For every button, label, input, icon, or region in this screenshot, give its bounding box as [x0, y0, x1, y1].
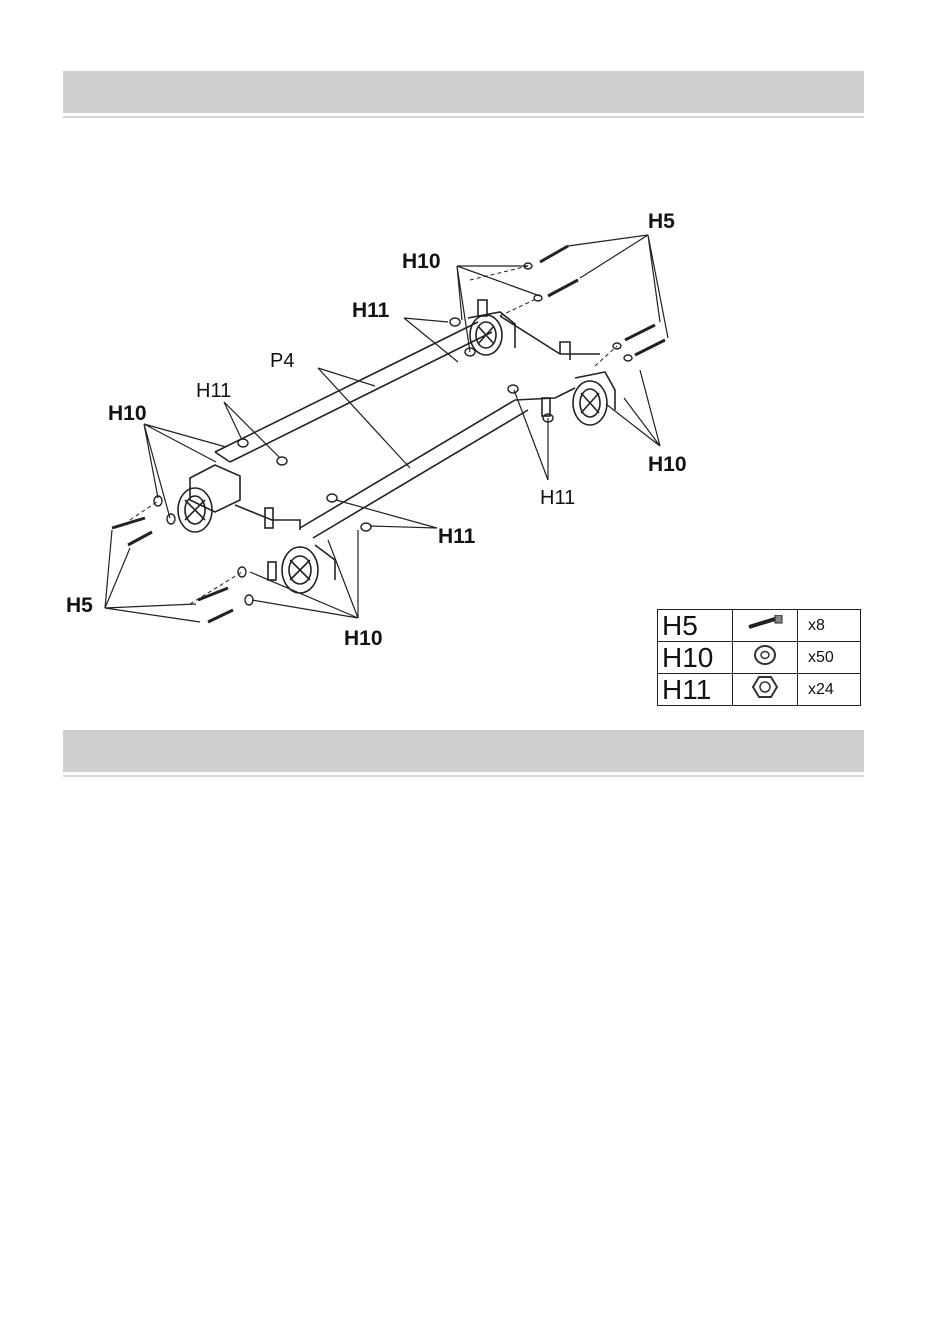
section-divider-bottom — [63, 775, 864, 777]
wheel-bottom — [282, 545, 335, 593]
section-header-bar-bottom — [63, 730, 864, 772]
label-h11-right-mid: H11 — [540, 487, 575, 509]
part-code: H10 — [658, 642, 733, 674]
part-code: H11 — [658, 674, 733, 706]
label-h10-top: H10 — [402, 250, 441, 273]
frame-rail-back — [215, 316, 600, 462]
label-h10-bottom: H10 — [344, 627, 383, 650]
label-p4: P4 — [270, 350, 294, 372]
bolt-icon — [733, 610, 798, 642]
part-quantity: x8 — [798, 610, 861, 642]
wheel-left — [178, 488, 212, 532]
label-h5-bottom-left: H5 — [66, 594, 93, 617]
wheel-right — [573, 372, 615, 425]
frame-rail-front — [300, 388, 575, 538]
part-code: H5 — [658, 610, 733, 642]
label-h5-top-right: H5 — [648, 210, 675, 233]
leader-lines — [105, 235, 668, 622]
label-h10-right: H10 — [648, 453, 687, 476]
section-header-bar-top — [63, 71, 864, 113]
part-quantity: x50 — [798, 642, 861, 674]
label-h11-left: H11 — [196, 380, 231, 402]
nut-icon — [733, 674, 798, 706]
table-row: H5 x8 — [658, 610, 861, 642]
label-h10-left: H10 — [108, 402, 147, 425]
section-divider-top — [63, 116, 864, 118]
end-bracket-right — [478, 300, 570, 416]
label-h11-top: H11 — [352, 299, 390, 322]
washer-and-nut-group — [154, 263, 632, 605]
table-row: H10 x50 — [658, 642, 861, 674]
parts-table: H5 x8 H10 x50 H11 x24 — [657, 609, 861, 706]
washer-icon — [733, 642, 798, 674]
table-row: H11 x24 — [658, 674, 861, 706]
label-h11-right-low: H11 — [438, 525, 476, 548]
wheel-top — [468, 312, 515, 355]
part-quantity: x24 — [798, 674, 861, 706]
